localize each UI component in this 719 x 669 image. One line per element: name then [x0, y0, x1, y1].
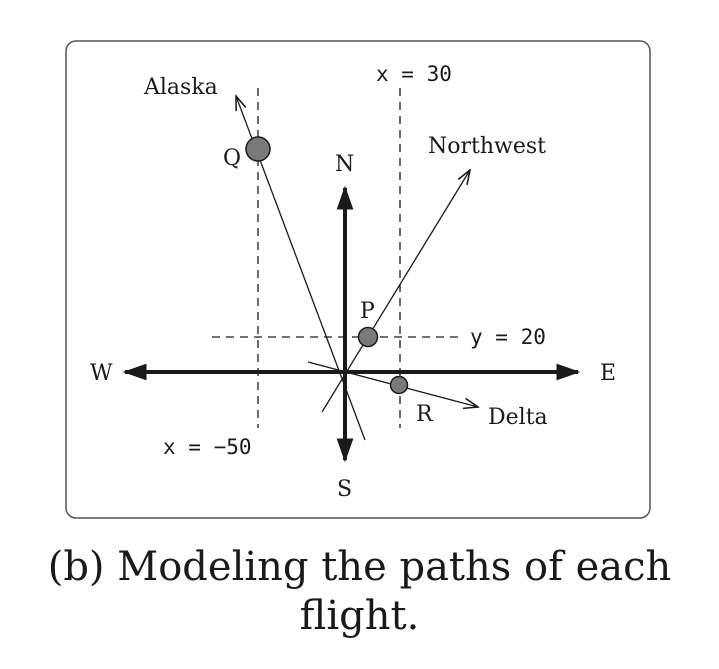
- label-x-minus-50: x = −50: [163, 435, 252, 459]
- label-x-30: x = 30: [376, 62, 452, 86]
- label-northwest: Northwest: [428, 134, 546, 159]
- label-east: E: [600, 361, 616, 386]
- label-north: N: [335, 152, 354, 177]
- point-p-marker: [357, 326, 379, 348]
- label-y-20: y = 20: [470, 325, 546, 349]
- label-point-q: Q: [223, 146, 241, 171]
- label-point-p: P: [360, 299, 375, 324]
- caption-line-1: (b) Modeling the paths of each: [47, 544, 672, 590]
- diagram-frame: [65, 40, 651, 519]
- label-point-r: R: [416, 402, 434, 427]
- caption-line-2: flight.: [299, 593, 420, 639]
- point-q-marker: [245, 136, 271, 162]
- point-r-marker: [389, 375, 409, 395]
- label-south: S: [337, 477, 352, 502]
- label-west: W: [90, 361, 113, 386]
- label-alaska: Alaska: [143, 75, 218, 100]
- label-delta: Delta: [488, 405, 548, 430]
